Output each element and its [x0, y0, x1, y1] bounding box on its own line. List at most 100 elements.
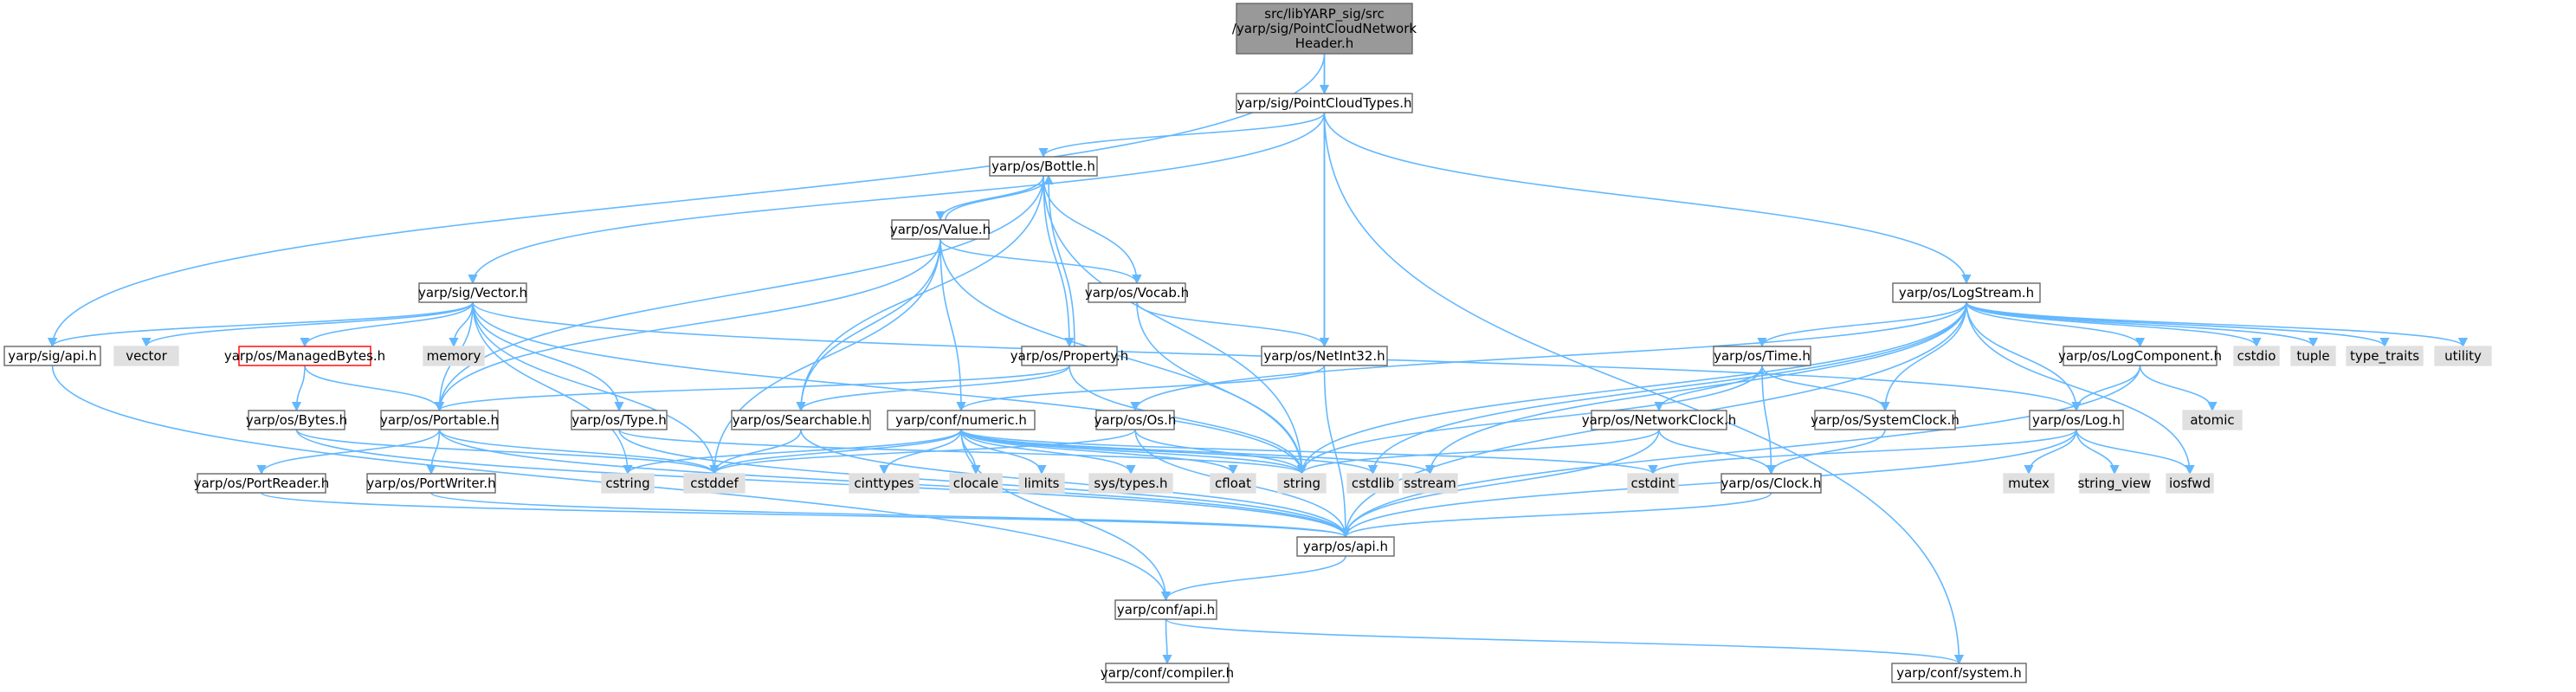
edge-vector-to-cstring — [472, 301, 633, 475]
edge-logcomp-to-osapi — [1340, 365, 2141, 539]
edge-osh-to-cstddef — [709, 429, 1136, 475]
node-mutex: mutex — [2003, 473, 2055, 494]
node-memory-label: memory — [427, 348, 481, 364]
node-type-box — [571, 410, 668, 430]
node-time[interactable]: yarp/os/Time.h — [1713, 346, 1811, 366]
node-system[interactable]: yarp/conf/system.h — [1891, 663, 2027, 683]
node-clock[interactable]: yarp/os/Clock.h — [1721, 473, 1822, 494]
node-cstring: cstring — [601, 473, 655, 494]
edge-logstream-to-time — [1757, 301, 1967, 348]
node-osapi[interactable]: yarp/os/api.h — [1296, 536, 1395, 557]
edge-logcomp-to-atomic — [2139, 365, 2218, 412]
node-managed-label: yarp/os/ManagedBytes.h — [224, 348, 385, 364]
node-property-box — [1021, 346, 1118, 366]
edge-netclock-to-string — [1297, 429, 1660, 475]
node-logcomp-box — [2063, 346, 2218, 366]
node-bytes-box — [248, 410, 345, 430]
node-sigapi[interactable]: yarp/sig/api.h — [3, 346, 101, 366]
node-iosfwd-box — [2166, 473, 2214, 494]
node-compiler[interactable]: yarp/conf/compiler.h — [1101, 663, 1234, 683]
node-osapi-label: yarp/os/api.h — [1303, 539, 1388, 554]
node-osh-box — [1095, 410, 1175, 430]
node-netint[interactable]: yarp/os/NetInt32.h — [1261, 346, 1388, 366]
node-netint-label: yarp/os/NetInt32.h — [1263, 348, 1385, 364]
node-property[interactable]: yarp/os/Property.h — [1010, 346, 1128, 366]
node-limits: limits — [1018, 473, 1065, 494]
node-portable[interactable]: yarp/os/Portable.h — [380, 410, 499, 430]
node-cstdio-label: cstdio — [2237, 348, 2276, 364]
node-sigapi-label: yarp/sig/api.h — [8, 348, 97, 364]
edge-portable-to-portreader — [256, 429, 441, 475]
node-bottle[interactable]: yarp/os/Bottle.h — [989, 156, 1098, 177]
node-string: string — [1277, 473, 1327, 494]
edge-pct-to-logstream — [1323, 112, 1972, 285]
edge-property-to-string — [1068, 365, 1307, 475]
node-cstdio: cstdio — [2233, 346, 2280, 366]
node-log[interactable]: yarp/os/Log.h — [2029, 410, 2124, 430]
edge-logstream-to-logcomp — [1966, 301, 2146, 348]
node-iosfwd-label: iosfwd — [2169, 475, 2211, 491]
node-searchable[interactable]: yarp/os/Searchable.h — [731, 410, 871, 430]
node-cinttypes: cinttypes — [849, 473, 920, 494]
node-sysclock[interactable]: yarp/os/SystemClock.h — [1811, 410, 1959, 430]
edge-bottle-to-vocab — [1043, 175, 1142, 285]
node-confapi[interactable]: yarp/conf/api.h — [1114, 599, 1217, 620]
node-stringview: string_view — [2077, 473, 2152, 494]
node-root-label: Header.h — [1295, 36, 1354, 51]
edge-vector-to-type — [472, 301, 624, 412]
edge-value-to-vocab — [939, 238, 1142, 285]
node-clock-label: yarp/os/Clock.h — [1721, 475, 1822, 491]
node-portreader[interactable]: yarp/os/PortReader.h — [194, 473, 330, 494]
node-time-label: yarp/os/Time.h — [1714, 348, 1811, 364]
edge-numeric-to-string — [960, 429, 1307, 475]
node-netint-box — [1261, 346, 1388, 366]
node-stringview-label: string_view — [2077, 475, 2151, 492]
node-portwriter[interactable]: yarp/os/PortWriter.h — [366, 473, 496, 494]
node-bytes[interactable]: yarp/os/Bytes.h — [246, 410, 347, 430]
node-bottle-label: yarp/os/Bottle.h — [991, 158, 1095, 174]
node-sysclock-label: yarp/os/SystemClock.h — [1811, 412, 1959, 428]
node-value[interactable]: yarp/os/Value.h — [890, 219, 991, 240]
node-atomic-box — [2182, 410, 2243, 430]
node-managed[interactable]: yarp/os/ManagedBytes.h — [224, 346, 385, 366]
edge-numeric-to-limits — [960, 429, 1047, 475]
edge-log-to-cstdint — [1648, 429, 2077, 475]
node-logstream[interactable]: yarp/os/LogStream.h — [1892, 282, 2041, 303]
node-numeric-box — [887, 410, 1036, 430]
node-systypes-label: sys/types.h — [1094, 475, 1167, 491]
node-pct-box — [1236, 93, 1413, 113]
edge-netclock-to-clock — [1658, 429, 1777, 475]
node-pct[interactable]: yarp/sig/PointCloudTypes.h — [1236, 93, 1413, 113]
edge-numeric-to-cstring — [623, 429, 962, 475]
node-logstream-box — [1892, 282, 2041, 303]
node-root-box — [1236, 3, 1413, 55]
node-vector[interactable]: yarp/sig/Vector.h — [418, 282, 527, 303]
edge-vocab-to-netint — [1136, 301, 1330, 348]
edge-log-to-osapi — [1340, 429, 2077, 539]
node-sstream: sstream — [1402, 473, 1458, 494]
node-cinttypes-box — [849, 473, 920, 494]
node-clocale-box — [949, 473, 1003, 494]
edge-type-to-string — [618, 429, 1307, 475]
node-confapi-label: yarp/conf/api.h — [1117, 602, 1215, 618]
node-netclock[interactable]: yarp/os/NetworkClock.h — [1582, 410, 1737, 430]
node-pct-label: yarp/sig/PointCloudTypes.h — [1236, 95, 1411, 111]
edge-clock-to-osapi — [1340, 492, 1772, 539]
edge-logstream-to-osh — [1130, 301, 1967, 412]
edge-portreader-to-osapi — [261, 492, 1351, 539]
edge-logstream-to-iosfwd — [1966, 301, 2195, 475]
edge-vector-to-string — [472, 301, 1307, 475]
node-sigapi-box — [3, 346, 101, 366]
node-logcomp[interactable]: yarp/os/LogComponent.h — [2058, 346, 2222, 366]
node-osh[interactable]: yarp/os/Os.h — [1094, 410, 1177, 430]
node-vocab[interactable]: yarp/os/Vocab.h — [1085, 282, 1189, 303]
edge-numeric-to-sstream — [960, 429, 1435, 475]
node-root[interactable]: src/libYARP_sig/src/yarp/sig/PointCloudN… — [1232, 3, 1417, 55]
node-iosfwd: iosfwd — [2166, 473, 2214, 494]
node-stdvector-label: vector — [126, 348, 167, 364]
node-cfloat-box — [1210, 473, 1256, 494]
node-cfloat: cfloat — [1210, 473, 1256, 494]
node-string-box — [1277, 473, 1327, 494]
node-numeric[interactable]: yarp/conf/numeric.h — [887, 410, 1036, 430]
node-type[interactable]: yarp/os/Type.h — [571, 410, 668, 430]
